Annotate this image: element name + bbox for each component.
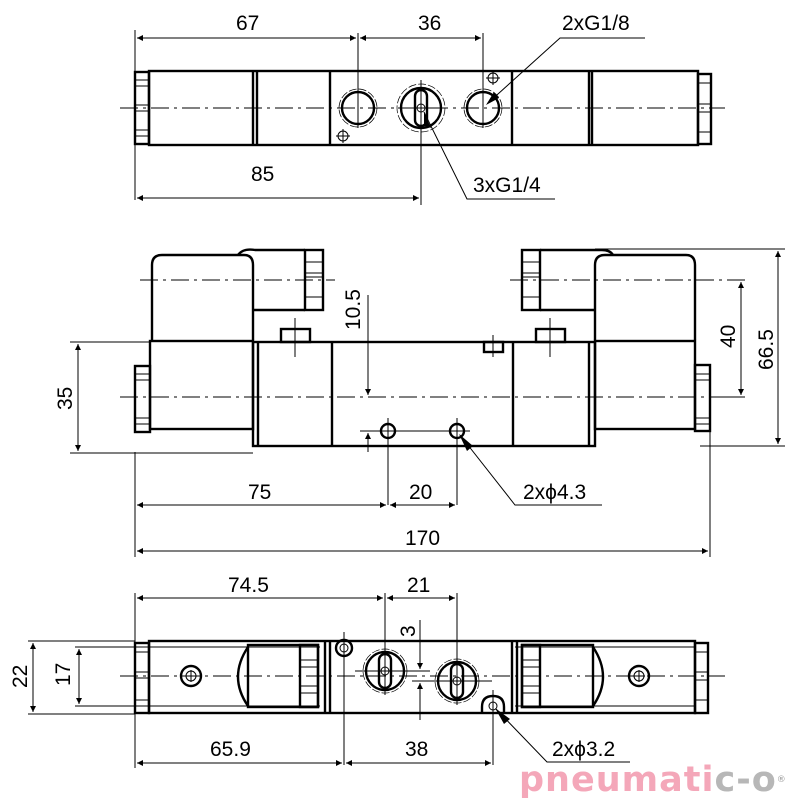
mount-lug-right — [480, 690, 506, 765]
dim-35: 35 — [54, 387, 77, 410]
dim-3: 3 — [397, 625, 420, 637]
dim-22: 22 — [9, 665, 32, 688]
dim-38: 38 — [405, 738, 428, 761]
dim-170: 170 — [405, 527, 440, 550]
port-g1-8-right — [463, 33, 503, 128]
callout-3xg1-4: 3xG1/4 — [473, 174, 541, 197]
right-end-cap — [696, 72, 713, 146]
valve-body-top — [147, 69, 700, 147]
logo-text-main: pneumati — [519, 760, 715, 800]
bottom-port-right — [412, 593, 492, 705]
bottom-port-left — [355, 593, 430, 695]
dim-65-9: 65.9 — [210, 738, 251, 761]
valve-body-bottom — [147, 639, 697, 715]
dim-17: 17 — [52, 663, 75, 686]
valve-body-front — [251, 340, 597, 448]
port-g1-4-center — [396, 80, 446, 205]
dim-20: 20 — [409, 481, 432, 504]
dim-10-5: 10.5 — [342, 289, 365, 330]
screw-right — [627, 664, 651, 688]
dim-74-5: 74.5 — [228, 574, 269, 597]
callout-2xphi4-3: 2xϕ4.3 — [523, 481, 586, 504]
dim-21: 21 — [407, 574, 430, 597]
callout-2xg1-8: 2xG1/8 — [562, 12, 630, 35]
registered-mark: ® — [776, 775, 787, 785]
small-mount-marks — [336, 71, 500, 143]
dim-40: 40 — [717, 325, 740, 348]
bottom-view: 74.5 21 3 22 17 65.9 38 2xϕ3.2 — [9, 574, 725, 768]
brand-logo: pneumatic-o® — [519, 762, 787, 798]
mount-lug-left — [334, 632, 354, 765]
right-solenoid-body — [593, 339, 697, 431]
logo-text-tail: c-o — [714, 760, 777, 800]
top-view: 67 36 85 2xG1/8 3xG1/4 — [120, 12, 725, 205]
dim-66-5: 66.5 — [755, 329, 778, 370]
dim-36: 36 — [418, 12, 441, 35]
dim-85: 85 — [251, 163, 274, 186]
front-mount-holes — [360, 418, 470, 505]
port-g1-8-left — [338, 33, 378, 128]
right-coil — [510, 248, 750, 340]
left-solenoid-body — [148, 339, 255, 431]
dim-67: 67 — [236, 12, 259, 35]
left-coil — [140, 248, 335, 340]
callout-2xphi3-2: 2xϕ3.2 — [552, 738, 615, 761]
dim-75: 75 — [248, 481, 271, 504]
screw-left — [179, 664, 203, 688]
front-view: 35 10.5 66.5 40 75 20 170 2xϕ4.3 — [54, 248, 785, 557]
